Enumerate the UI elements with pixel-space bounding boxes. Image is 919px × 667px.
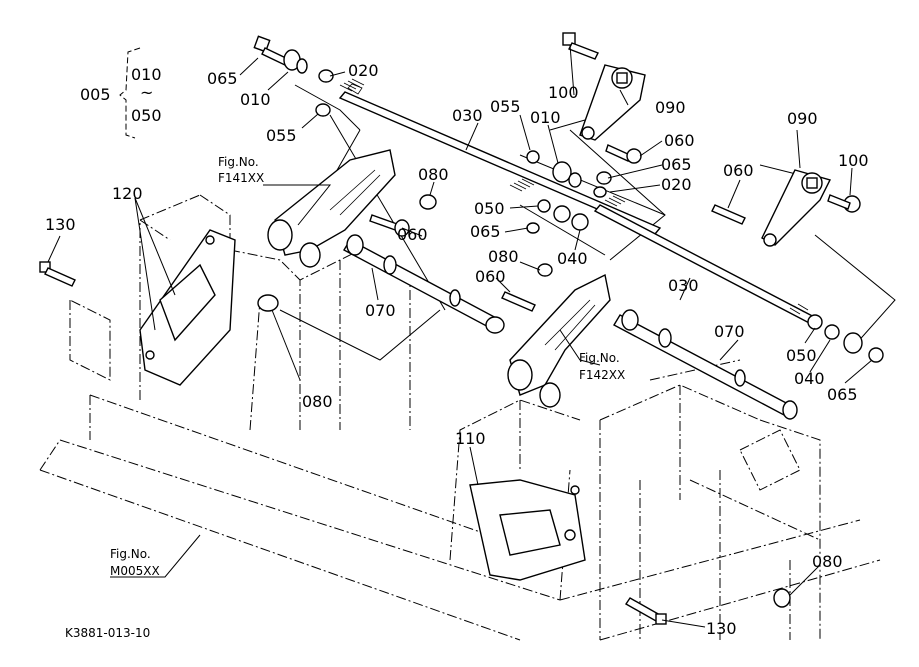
fig-ref-f141-title: Fig.No. bbox=[218, 155, 259, 169]
label-020-b: 020 bbox=[661, 175, 692, 194]
threads bbox=[339, 78, 809, 315]
leader-box-lines bbox=[279, 84, 896, 361]
drawing-code: K3881-013-10 bbox=[65, 626, 150, 640]
cable-070-left bbox=[343, 234, 505, 334]
group-bracket-005 bbox=[119, 47, 141, 139]
label-090-b: 090 bbox=[787, 109, 818, 128]
label-030-b: 030 bbox=[668, 276, 699, 295]
label-080-d: 080 bbox=[812, 552, 843, 571]
label-080-c: 080 bbox=[302, 392, 333, 411]
label-010-a: 010 bbox=[240, 90, 271, 109]
fig-ref-f142-code: F142XX bbox=[579, 368, 625, 382]
label-050-b: 050 bbox=[786, 346, 817, 365]
label-100-a: 100 bbox=[548, 83, 579, 102]
lever-090-b bbox=[761, 169, 832, 247]
label-060-d: 060 bbox=[475, 267, 506, 286]
label-040-a: 040 bbox=[557, 249, 588, 268]
leader-lines bbox=[47, 44, 873, 628]
fig-ref-f142-title: Fig.No. bbox=[579, 351, 620, 365]
plate-110 bbox=[469, 479, 586, 581]
label-050-range-end: 050 bbox=[131, 106, 162, 125]
cable-070-right bbox=[613, 309, 798, 420]
label-100-b: 100 bbox=[838, 151, 869, 170]
fig-ref-m005-title: Fig.No. bbox=[110, 547, 151, 561]
hardware bbox=[39, 32, 884, 625]
label-070-a: 070 bbox=[365, 301, 396, 320]
label-080-a: 080 bbox=[418, 165, 449, 184]
label-040-b: 040 bbox=[794, 369, 825, 388]
lever-090-a bbox=[579, 64, 646, 141]
fig-ref-f141-code: F141XX bbox=[218, 171, 264, 185]
label-060-a: 060 bbox=[664, 131, 695, 150]
label-110: 110 bbox=[455, 429, 486, 448]
label-065-a: 065 bbox=[207, 69, 238, 88]
label-120: 120 bbox=[112, 184, 143, 203]
label-030-a: 030 bbox=[452, 106, 483, 125]
label-130-b: 130 bbox=[706, 619, 737, 638]
label-130-a: 130 bbox=[45, 215, 76, 234]
figure-references: Fig.No. F141XX Fig.No. F142XX Fig.No. M0… bbox=[110, 155, 625, 578]
label-010-b: 010 bbox=[530, 108, 561, 127]
label-090-a: 090 bbox=[655, 98, 686, 117]
plate-120 bbox=[139, 229, 236, 386]
label-060-c: 060 bbox=[397, 225, 428, 244]
label-065-c: 065 bbox=[470, 222, 501, 241]
label-055-b: 055 bbox=[490, 97, 521, 116]
bracket-f142 bbox=[507, 273, 611, 408]
chassis-frame bbox=[39, 194, 881, 641]
label-050-a: 050 bbox=[474, 199, 505, 218]
label-065-b: 065 bbox=[661, 155, 692, 174]
label-065-d: 065 bbox=[827, 385, 858, 404]
fig-ref-m005-code: M005XX bbox=[110, 564, 160, 578]
label-tilde: ~ bbox=[140, 83, 153, 102]
part-labels: 005 010 ~ 050 065 010 020 055 030 055 01… bbox=[45, 61, 869, 638]
label-070-b: 070 bbox=[714, 322, 745, 341]
bracket-f141 bbox=[267, 149, 396, 268]
label-010-range-start: 010 bbox=[131, 65, 162, 84]
label-020-a: 020 bbox=[348, 61, 379, 80]
label-080-b: 080 bbox=[488, 247, 519, 266]
label-055-a: 055 bbox=[266, 126, 297, 145]
label-005: 005 bbox=[80, 85, 111, 104]
label-060-b: 060 bbox=[723, 161, 754, 180]
